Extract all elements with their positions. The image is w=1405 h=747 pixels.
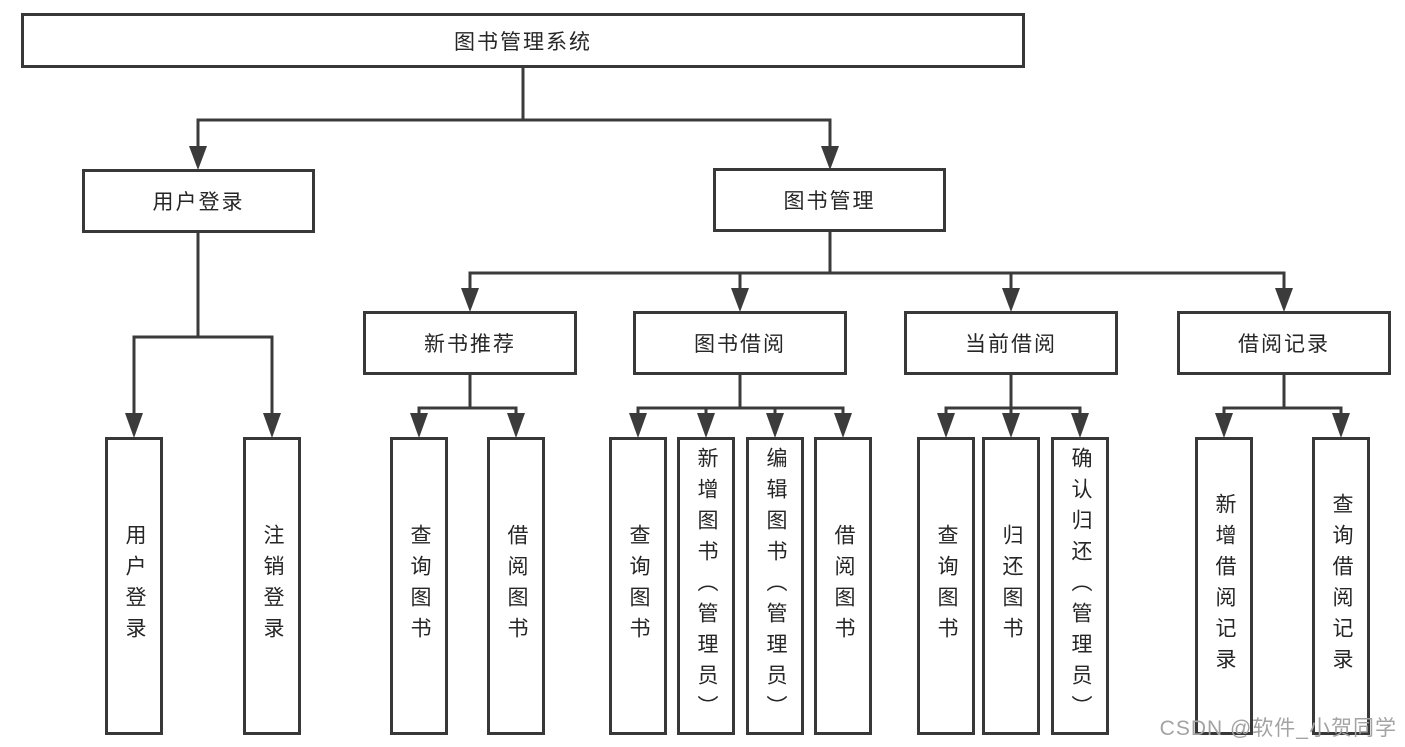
node-new-book-recommend-label: 新书推荐 [424, 333, 516, 356]
node-book-borrow: 图书借阅 [633, 311, 847, 375]
connector-user-login-split [132, 233, 274, 418]
arrowhead-book-management [821, 146, 839, 170]
node-root: 图书管理系统 [21, 13, 1025, 68]
leaf-add-book-admin: 新增图书（管理员） [677, 437, 735, 735]
connector-book-management-split [468, 232, 1286, 292]
node-book-borrow-label: 图书借阅 [694, 333, 786, 356]
node-current-borrow: 当前借阅 [904, 311, 1118, 375]
node-current-borrow-label: 当前借阅 [965, 333, 1057, 356]
leaf-query-books-borrow: 查询图书 [609, 437, 667, 735]
connector-book-borrow-split [636, 375, 845, 418]
node-borrow-records-label: 借阅记录 [1238, 333, 1330, 356]
connector-new-book-split [417, 375, 518, 418]
node-book-management: 图书管理 [713, 168, 946, 232]
connector-root-to-level2 [196, 68, 832, 150]
leaf-confirm-return-admin: 确认归还（管理员） [1051, 437, 1109, 735]
node-book-management-label: 图书管理 [783, 190, 876, 213]
leaf-query-borrow-record: 查询借阅记录 [1312, 437, 1370, 735]
leaf-borrow-books-recommend: 借阅图书 [487, 437, 545, 735]
csdn-watermark: CSDN @软件_小贺同学 [1159, 717, 1397, 740]
leaf-query-books-recommend: 查询图书 [390, 437, 448, 735]
node-user-login-label: 用户登录 [152, 191, 245, 214]
node-borrow-records: 借阅记录 [1177, 311, 1391, 375]
connector-current-borrow-split [944, 375, 1082, 418]
leaf-add-borrow-record: 新增借阅记录 [1195, 437, 1253, 735]
leaf-borrow-books: 借阅图书 [814, 437, 872, 735]
leaf-query-books-current: 查询图书 [917, 437, 975, 735]
node-new-book-recommend: 新书推荐 [363, 311, 577, 375]
node-root-label: 图书管理系统 [454, 30, 592, 54]
connector-borrow-records-split [1222, 375, 1343, 418]
leaf-user-login: 用户登录 [105, 437, 163, 735]
leaf-return-book: 归还图书 [982, 437, 1040, 735]
leaf-logout-login: 注销登录 [243, 437, 301, 735]
node-user-login: 用户登录 [82, 169, 315, 233]
arrowhead-user-login [189, 146, 207, 170]
leaf-edit-book-admin: 编辑图书（管理员） [746, 437, 804, 735]
